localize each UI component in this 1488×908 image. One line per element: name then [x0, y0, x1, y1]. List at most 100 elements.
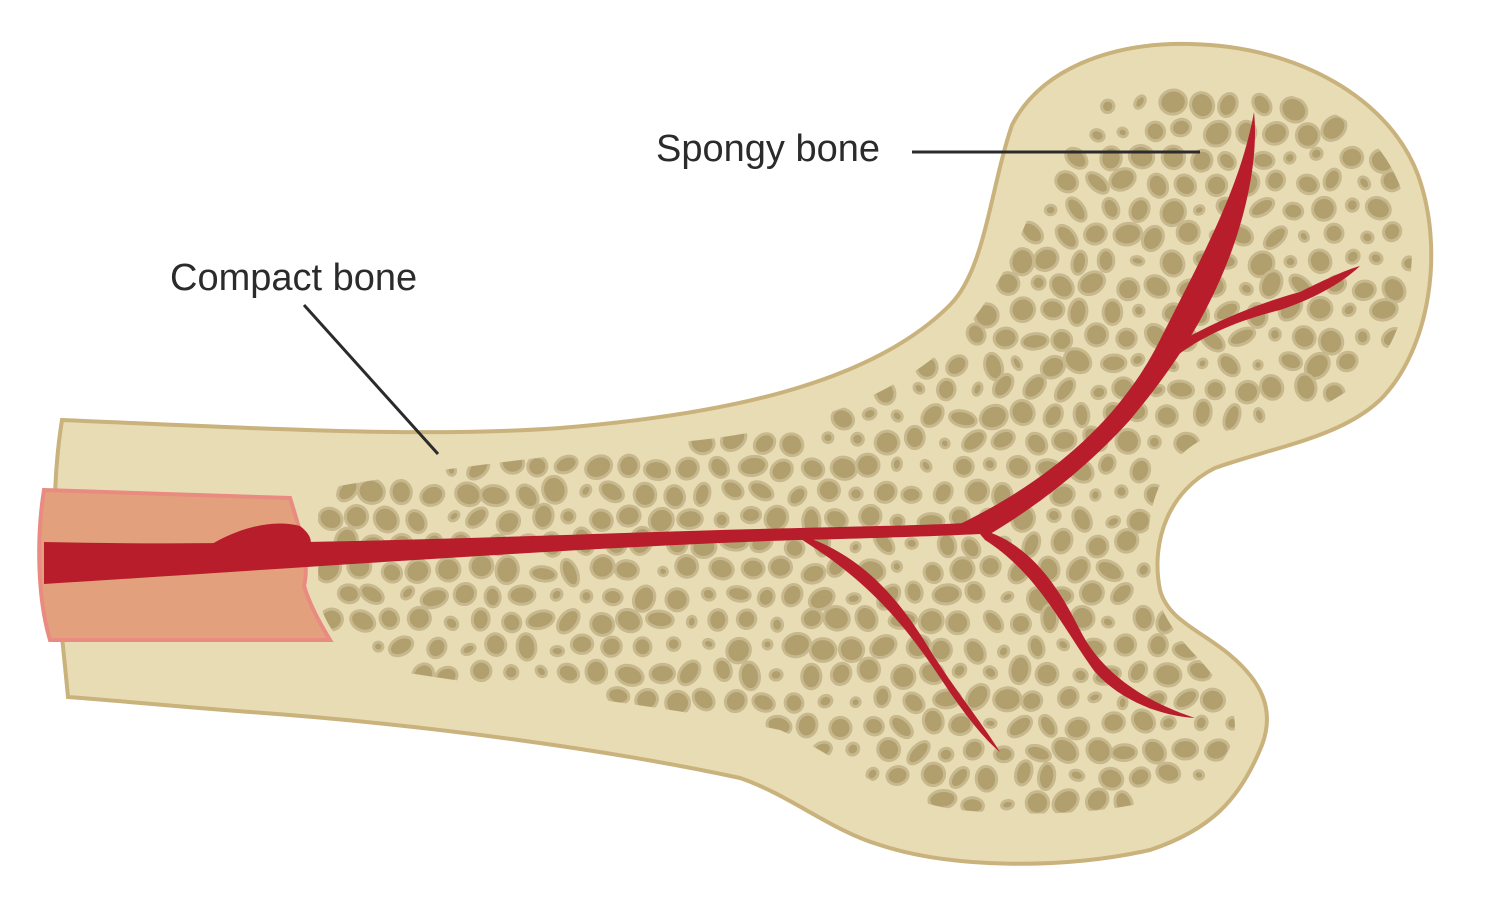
- spongy-pore: [890, 409, 904, 423]
- spongy-pore: [541, 474, 568, 505]
- spongy-pore: [1155, 761, 1182, 784]
- spongy-pore: [616, 504, 642, 528]
- spongy-pore: [1114, 484, 1129, 499]
- spongy-pore: [1253, 407, 1266, 424]
- spongy-pore: [902, 691, 926, 715]
- spongy-pore: [1154, 404, 1179, 428]
- spongy-pore: [929, 637, 953, 663]
- spongy-pore: [1132, 604, 1155, 632]
- spongy-pore: [1065, 196, 1088, 223]
- spongy-pore: [945, 610, 971, 636]
- spongy-pore: [372, 505, 400, 534]
- spongy-pore: [556, 662, 581, 684]
- spongy-pore: [721, 479, 745, 501]
- spongy-pore: [854, 605, 879, 632]
- spongy-pore: [817, 693, 834, 709]
- spongy-pore: [1051, 428, 1078, 452]
- spongy-pore: [1097, 453, 1117, 475]
- spongy-pore: [515, 483, 540, 510]
- spongy-pore: [1146, 172, 1170, 199]
- spongy-pore: [1100, 98, 1116, 115]
- spongy-pore: [708, 556, 735, 581]
- spongy-pore: [1217, 353, 1241, 378]
- spongy-pore: [889, 714, 914, 740]
- spongy-pore: [589, 554, 616, 580]
- spongy-pore: [387, 635, 415, 658]
- spongy-pore: [787, 485, 808, 507]
- spongy-pore: [828, 715, 853, 741]
- spongy-pore: [1116, 695, 1129, 711]
- spongy-pore: [1238, 281, 1254, 296]
- spongy-pore: [1381, 221, 1403, 243]
- spongy-pore: [556, 608, 581, 635]
- spongy-pore: [526, 455, 549, 478]
- spongy-pore: [1108, 167, 1137, 192]
- spongy-pore: [443, 615, 460, 632]
- spongy-pore: [912, 381, 926, 395]
- spongy-pore: [515, 632, 538, 662]
- spongy-pore: [1368, 251, 1384, 266]
- spongy-pore: [1085, 171, 1110, 195]
- spongy-pore: [1115, 327, 1138, 350]
- spongy-pore: [613, 559, 640, 581]
- spongy-pore: [1020, 690, 1044, 712]
- spongy-pore: [1204, 738, 1231, 762]
- spongy-pore: [948, 766, 971, 789]
- spongy-pore: [1142, 738, 1167, 765]
- spongy-pore: [532, 502, 555, 530]
- spongy-pore: [1175, 219, 1201, 245]
- spongy-pore: [982, 609, 1005, 634]
- spongy-pore: [1132, 303, 1146, 318]
- spongy-pore: [1153, 662, 1183, 688]
- spongy-pore: [1051, 788, 1080, 814]
- spongy-pore: [495, 510, 522, 536]
- spongy-pore: [479, 484, 510, 508]
- spongy-pore: [931, 583, 963, 606]
- spongy-pore: [1054, 170, 1080, 194]
- spongy-pore: [725, 585, 752, 603]
- spongy-pore: [507, 584, 537, 606]
- spongy-pore: [837, 636, 866, 663]
- spongy-pore: [1009, 398, 1036, 427]
- compact-bone-leader-line: [302, 303, 440, 456]
- spongy-pore: [559, 558, 581, 588]
- spongy-pore: [1159, 198, 1187, 228]
- spongy-pore: [1110, 582, 1134, 606]
- spongy-pore: [1130, 352, 1146, 367]
- spongy-pore: [936, 377, 957, 402]
- spongy-pore: [691, 687, 716, 712]
- spongy-pore: [1100, 353, 1128, 374]
- spongy-pore: [962, 738, 985, 761]
- spongy-pore: [664, 587, 690, 613]
- spongy-pore: [858, 503, 883, 529]
- spongy-pore: [1032, 246, 1060, 272]
- spongy-pore: [435, 556, 462, 583]
- spongy-pore: [560, 508, 577, 525]
- spongy-pore: [1189, 91, 1216, 120]
- spongy-pore: [1127, 660, 1149, 684]
- spongy-pore: [1046, 507, 1062, 524]
- spongy-pore: [1354, 328, 1371, 346]
- spongy-pore: [885, 765, 910, 786]
- spongy-pore: [617, 453, 641, 479]
- spongy-pore: [1009, 296, 1037, 324]
- spongy-pore: [1116, 126, 1129, 139]
- spongy-pore: [584, 454, 614, 481]
- spongy-pore: [685, 614, 698, 629]
- spongy-pore: [1259, 374, 1285, 401]
- spongy-pore: [951, 662, 968, 679]
- spongy-pore: [906, 740, 931, 766]
- vessel-lower-branch-2: [975, 528, 1195, 718]
- spongy-pore: [983, 717, 998, 729]
- spongy-pore: [917, 608, 945, 635]
- spongy-pore: [406, 605, 432, 631]
- vessel-main-trunk: [44, 522, 980, 584]
- spongy-pore: [419, 587, 449, 610]
- spongy-pore: [769, 458, 794, 483]
- spongy-pore: [963, 638, 987, 665]
- spongy-pore: [800, 607, 824, 630]
- spongy-pore: [1042, 403, 1064, 429]
- spongy-pore: [861, 407, 878, 421]
- spongy-pore: [648, 662, 676, 685]
- spongy-pore: [920, 761, 947, 788]
